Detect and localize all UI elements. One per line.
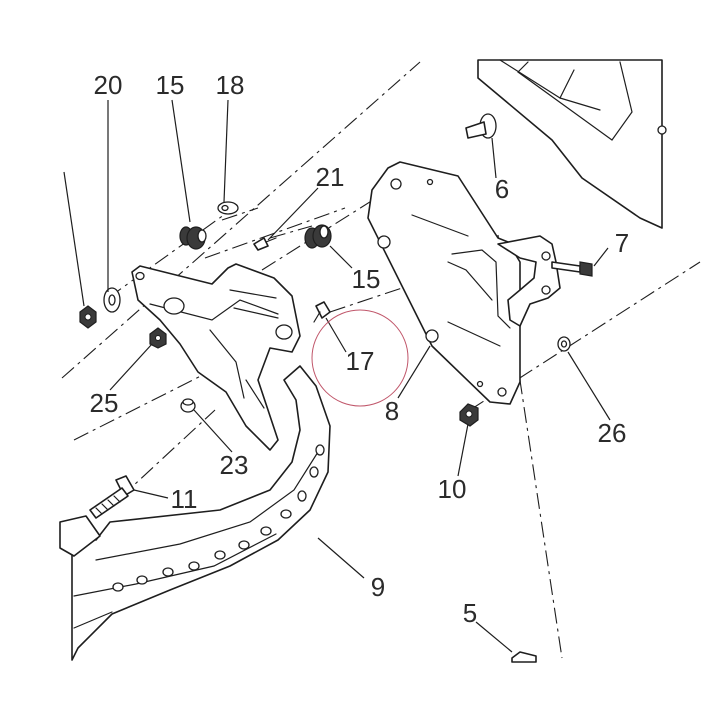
left-bracket <box>131 263 301 451</box>
callout-21: 21 <box>316 162 345 192</box>
bolt-icon-6 <box>465 113 497 139</box>
hardware-parts <box>79 113 593 663</box>
callout-11: 11 <box>171 484 198 514</box>
callout-23: 23 <box>220 450 249 480</box>
callout-5: 5 <box>463 598 477 628</box>
callout-6: 6 <box>495 174 509 204</box>
callout-8: 8 <box>385 396 399 426</box>
leader-lines <box>63 99 611 653</box>
callout-7: 7 <box>615 228 629 258</box>
grommet-icon-2 <box>304 224 332 249</box>
upper-housing-part <box>477 59 667 229</box>
callout-15-lower: 15 <box>352 264 381 294</box>
mounting-plate-part-8 <box>367 161 561 405</box>
callout-17: 17 <box>346 346 375 376</box>
callout-25: 25 <box>90 388 119 418</box>
callout-20: 20 <box>94 70 123 100</box>
bolt-icon <box>89 475 135 519</box>
callout-9: 9 <box>371 572 385 602</box>
callout-15-upper: 15 <box>156 70 185 100</box>
callout-labels: 20 15 18 21 6 7 15 17 25 8 26 23 10 11 9… <box>90 70 630 628</box>
callout-10: 10 <box>438 474 467 504</box>
frame-holes <box>112 444 325 592</box>
grommet-icon <box>179 226 207 250</box>
callout-18: 18 <box>216 70 245 100</box>
highlight-circle <box>311 309 409 407</box>
frame-part-9 <box>59 365 331 661</box>
callout-26: 26 <box>598 418 627 448</box>
